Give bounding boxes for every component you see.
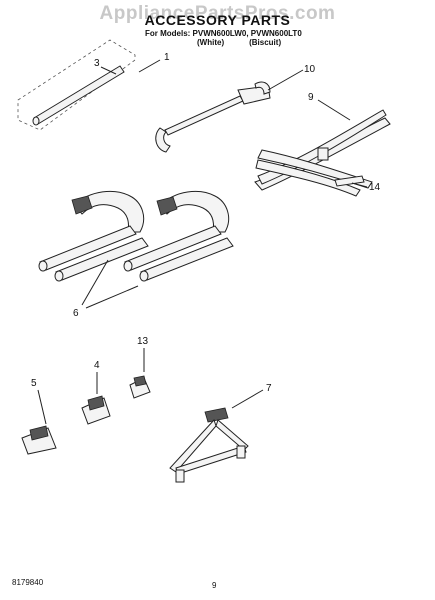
part-3-rod xyxy=(17,39,136,131)
callout-7: 7 xyxy=(266,383,272,394)
part-6-adapter-right xyxy=(123,190,234,282)
callout-10: 10 xyxy=(304,64,316,75)
leader-7 xyxy=(231,389,264,409)
leader-6a xyxy=(81,259,109,306)
variant-white: (White) xyxy=(197,38,225,47)
leader-5 xyxy=(37,389,47,425)
leader-10 xyxy=(267,69,304,91)
model-variants: (White) (Biscuit) xyxy=(197,38,281,47)
part-14-strip xyxy=(334,175,365,187)
document-number: 8179840 xyxy=(12,578,44,587)
callout-9: 9 xyxy=(308,92,314,103)
part-10-handle xyxy=(155,81,271,153)
part-7-hanger xyxy=(169,407,249,483)
callout-13: 13 xyxy=(137,336,149,347)
part-6-adapter-left xyxy=(38,190,149,282)
callout-5: 5 xyxy=(31,378,37,389)
watermark: AppliancePartsPros.com xyxy=(99,3,336,24)
callout-1: 1 xyxy=(164,52,170,63)
leader-6b xyxy=(85,285,139,309)
leader-3 xyxy=(100,66,117,75)
page-title: ACCESSORY PARTS xyxy=(144,12,291,28)
part-13-clip xyxy=(129,375,151,399)
callout-3: 3 xyxy=(94,58,100,69)
part-5-clip xyxy=(21,425,57,455)
models-line: For Models: PVWN600LW0, PVWN600LT0 xyxy=(145,29,302,38)
callout-6: 6 xyxy=(73,308,79,319)
callout-14: 14 xyxy=(369,182,381,193)
page-number: 9 xyxy=(212,581,217,590)
leader-9 xyxy=(317,99,351,121)
variant-biscuit: (Biscuit) xyxy=(249,38,282,47)
callout-4: 4 xyxy=(94,360,100,371)
part-4-clip xyxy=(81,395,111,425)
leader-1 xyxy=(138,59,161,73)
leader-14 xyxy=(351,182,368,188)
